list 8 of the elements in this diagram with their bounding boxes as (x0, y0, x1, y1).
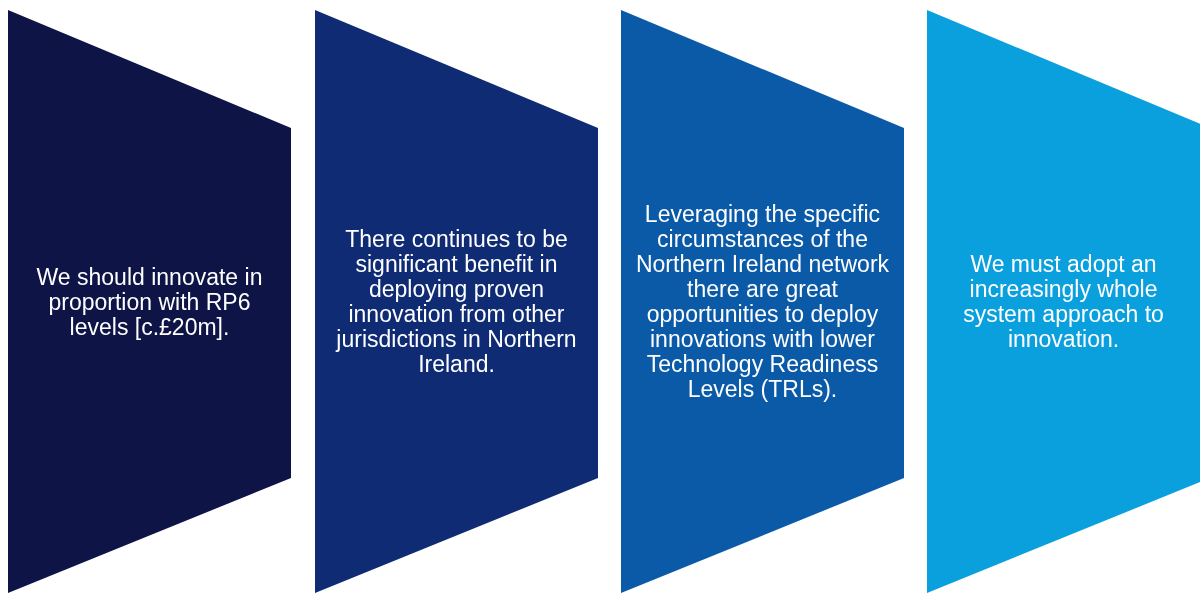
step-text: There continues to be significant benefit in deploying proven innovation from other jurisdictions in Northern Ireland. (334, 226, 578, 377)
step-text: Leveraging the specific circumstances of the Northern Ireland network there are great opportunities to deploy innovations with lower Technology Readiness Levels (TRLs). (635, 201, 890, 402)
chevron-shape (8, 10, 291, 593)
step-text: We must adopt an increasingly whole system approach to innovation. (962, 251, 1165, 352)
chevron-shape (315, 10, 598, 593)
step-text: We should innovate in proportion with RP6 levels [c.£20m]. (35, 264, 264, 339)
chevron-shape (927, 10, 1200, 593)
chevron-shape (621, 10, 904, 593)
